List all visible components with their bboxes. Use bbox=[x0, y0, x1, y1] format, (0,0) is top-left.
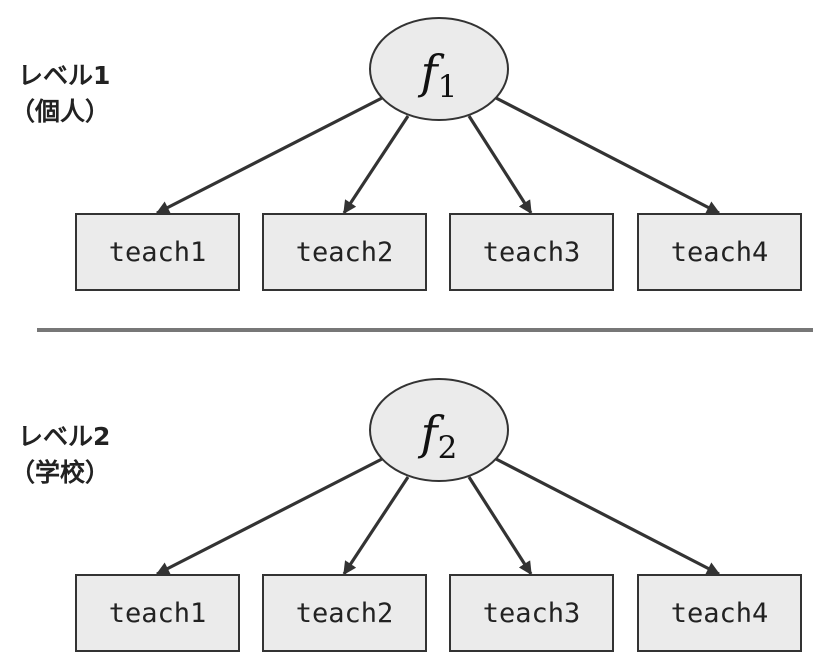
indicator-box-l2-teach2 bbox=[262, 574, 427, 652]
arrow-f2-teach3 bbox=[467, 476, 533, 576]
indicator-label-l1-teach2: teach2 bbox=[296, 237, 394, 268]
indicator-label-l2-teach2: teach2 bbox=[296, 598, 394, 629]
level-1-subtitle: （個人） bbox=[10, 97, 110, 126]
indicator-box-l1-teach3 bbox=[449, 213, 614, 291]
arrow-f2-teach1 bbox=[155, 457, 383, 576]
level-1-arrows bbox=[155, 96, 721, 215]
indicator-box-l2-teach3 bbox=[449, 574, 614, 652]
factor-node-f2 bbox=[369, 378, 509, 482]
level-2-panel: レベル2 （学校） f2 teach1 teach2 teach3 teach4 bbox=[10, 378, 802, 652]
level-2-subtitle: （学校） bbox=[10, 458, 110, 487]
indicator-label-l1-teach3: teach3 bbox=[483, 237, 581, 268]
indicator-label-l2-teach1: teach1 bbox=[109, 598, 207, 629]
arrow-f1-teach1 bbox=[155, 96, 383, 215]
indicator-label-l2-teach3: teach3 bbox=[483, 598, 581, 629]
level-1-title: レベル1 bbox=[18, 61, 110, 90]
indicator-label-l1-teach1: teach1 bbox=[109, 237, 207, 268]
level-2-arrows bbox=[155, 457, 721, 576]
indicator-box-l1-teach4 bbox=[637, 213, 802, 291]
indicator-label-l2-teach4: teach4 bbox=[671, 598, 769, 629]
level-2-indicators: teach1 teach2 teach3 teach4 bbox=[75, 574, 802, 652]
indicator-box-l2-teach1 bbox=[75, 574, 240, 652]
indicator-label-l1-teach4: teach4 bbox=[671, 237, 769, 268]
indicator-box-l1-teach1 bbox=[75, 213, 240, 291]
level-2-title: レベル2 bbox=[18, 422, 110, 451]
factor-subscript-f2: 2 bbox=[438, 430, 458, 466]
arrow-f2-teach4 bbox=[495, 457, 721, 576]
level-1-indicators: teach1 teach2 teach3 teach4 bbox=[75, 213, 802, 291]
factor-node-f1 bbox=[369, 17, 509, 121]
factor-subscript-f1: 1 bbox=[438, 69, 458, 105]
indicator-box-l2-teach4 bbox=[637, 574, 802, 652]
arrow-f1-teach4 bbox=[495, 96, 721, 215]
level-1-panel: レベル1 （個人） f1 teach1 teach2 teach3 teach4 bbox=[10, 17, 802, 291]
arrow-f1-teach3 bbox=[467, 115, 533, 215]
arrow-f2-teach2 bbox=[342, 476, 410, 576]
arrow-f1-teach2 bbox=[342, 115, 410, 215]
indicator-box-l1-teach2 bbox=[262, 213, 427, 291]
